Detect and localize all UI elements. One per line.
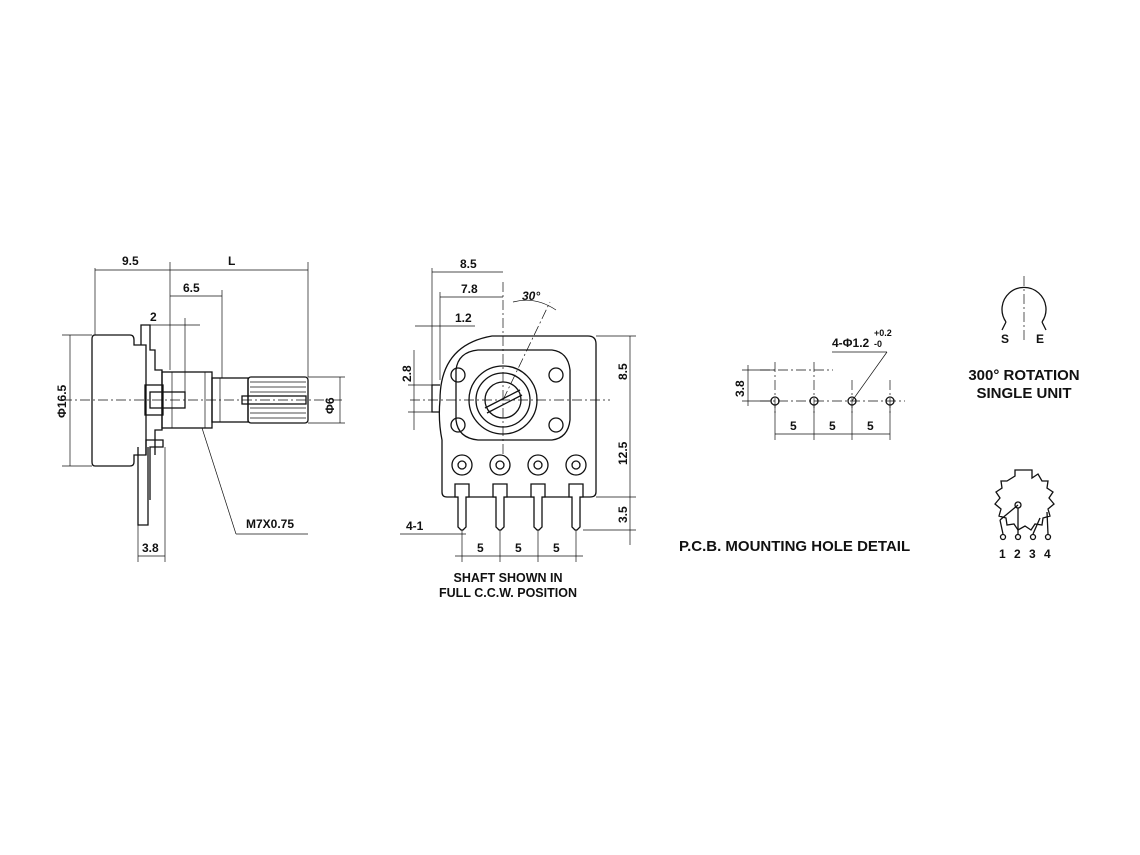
pcb-pitch-2: 5 xyxy=(829,419,836,433)
dim-9-5: 9.5 xyxy=(122,254,139,268)
front-caption-line2: FULL C.C.W. POSITION xyxy=(439,586,577,600)
pcb-pitch-3: 5 xyxy=(867,419,874,433)
terminal-eyelets xyxy=(451,454,587,476)
knob-body xyxy=(91,334,147,467)
dim-6-5: 6.5 xyxy=(183,281,200,295)
pcb-hole-label: 4-Φ1.2 xyxy=(832,336,870,350)
thread-label: M7X0.75 xyxy=(246,517,294,531)
anti-rotation-tab xyxy=(431,384,440,413)
dim-phi-6: Φ6 xyxy=(323,397,337,414)
front-pins xyxy=(454,483,584,531)
dim-L: L xyxy=(228,254,235,268)
rotation-arc xyxy=(1001,286,1047,323)
front-caption-line1: SHAFT SHOWN IN xyxy=(453,571,562,585)
bushing xyxy=(161,371,213,429)
circuit-symbol: 1 2 3 4 xyxy=(994,469,1055,561)
front-pitch-3: 5 xyxy=(553,541,560,555)
rotation-s: S xyxy=(1001,332,1009,346)
mounting-bracket xyxy=(140,324,163,455)
dim-2: 2 xyxy=(150,310,157,324)
rotation-caption-line1: 300° ROTATION xyxy=(968,367,1079,384)
circuit-pin-3: 3 xyxy=(1029,547,1036,561)
dim-8-5-right: 8.5 xyxy=(616,363,630,380)
rotor-plate xyxy=(455,349,571,441)
bracket-lower xyxy=(145,439,164,500)
angle-arc xyxy=(512,299,557,311)
knurled-shaft xyxy=(247,376,309,424)
circuit-pin-1: 1 xyxy=(999,547,1006,561)
resistor-element xyxy=(994,469,1055,531)
dim-8-5-top: 8.5 xyxy=(460,257,477,271)
angle-30: 30° xyxy=(522,289,540,303)
pcb-dim-3-8: 3.8 xyxy=(733,380,747,397)
dim-phi-16-5: Φ16.5 xyxy=(55,384,69,418)
side-view: 9.5 L 6.5 2 Φ16.5 Φ6 3.8 M7X0.75 xyxy=(55,254,345,562)
dim-7-8: 7.8 xyxy=(461,282,478,296)
dim-4-1: 4-1 xyxy=(406,519,424,533)
rotation-symbol: S E 300° ROTATION SINGLE UNIT xyxy=(968,276,1080,402)
housing xyxy=(438,335,597,498)
rotation-caption-line2: SINGLE UNIT xyxy=(976,385,1071,402)
dim-3-8: 3.8 xyxy=(142,541,159,555)
dim-1-2: 1.2 xyxy=(455,311,472,325)
dim-12-5: 12.5 xyxy=(616,441,630,465)
dim-3-5: 3.5 xyxy=(616,506,630,523)
front-view: 8.5 7.8 1.2 30° 2.8 8.5 12.5 3.5 4-1 5 5… xyxy=(400,257,636,600)
side-terminal xyxy=(137,447,149,526)
pcb-tol-minus: -0 xyxy=(874,339,882,349)
front-pitch-1: 5 xyxy=(477,541,484,555)
pcb-pitch-1: 5 xyxy=(790,419,797,433)
dim-2-8: 2.8 xyxy=(400,365,414,382)
circuit-pin-4: 4 xyxy=(1044,547,1051,561)
pcb-caption: P.C.B. MOUNTING HOLE DETAIL xyxy=(679,538,910,555)
pcb-tol-plus: +0.2 xyxy=(874,328,892,338)
rotation-e: E xyxy=(1036,332,1044,346)
shaft-slot-line xyxy=(484,389,521,409)
front-pitch-2: 5 xyxy=(515,541,522,555)
pcb-hole-detail: 3.8 4-Φ1.2 +0.2 -0 5 5 5 P.C.B. MOUNTING… xyxy=(679,328,910,555)
circuit-pin-2: 2 xyxy=(1014,547,1021,561)
shaft-slot xyxy=(241,395,307,405)
